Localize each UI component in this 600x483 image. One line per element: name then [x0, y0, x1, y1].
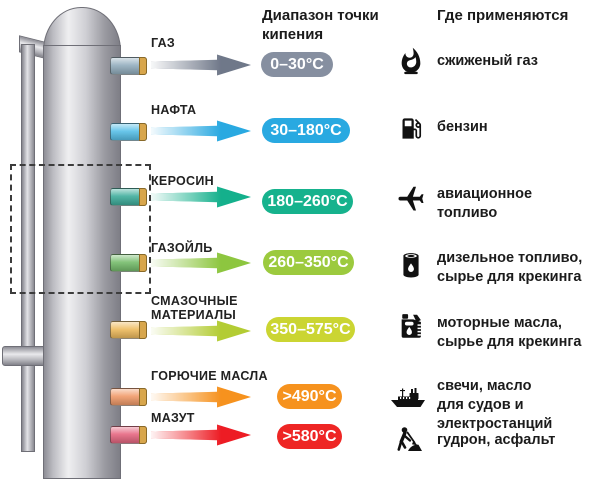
arrow-kerosene — [151, 186, 251, 208]
usage-text-naphtha: бензин — [437, 119, 488, 135]
tube-lubricants — [110, 321, 147, 339]
fraction-label-gas: ГАЗ — [151, 36, 176, 50]
fraction-label-gasoil: ГАЗОЙЛЬ — [151, 241, 213, 255]
airplane-icon — [396, 182, 426, 214]
tube-mazut — [110, 426, 147, 444]
fuel-pump-icon — [396, 112, 426, 144]
range-pill-lubricants: 350–575°C — [266, 317, 355, 342]
tube-naphtha — [110, 123, 147, 141]
range-pill-kerosene: 180–260°C — [262, 189, 353, 214]
boiling-range-header: Диапазон точки кипения — [262, 7, 379, 43]
usage-text-kerosene: авиационное топливо — [437, 186, 533, 221]
range-pill-gasoil: 260–350°C — [263, 250, 354, 275]
arrow-lubricants — [151, 320, 251, 342]
flame-icon — [396, 45, 426, 77]
fraction-label-fuel-oils: ГОРЮЧИЕ МАСЛА — [151, 369, 268, 383]
fraction-label-mazut: МАЗУТ — [151, 411, 195, 425]
usage-text-gas: сжиженый газ — [437, 53, 538, 69]
ship-icon — [390, 381, 426, 413]
tube-fuel-oils — [110, 388, 147, 406]
bottom-pipe-horizontal — [2, 346, 48, 366]
arrow-mazut — [151, 424, 251, 446]
tube-gasoil — [110, 254, 147, 272]
range-pill-fuel-oils: >490°C — [277, 384, 342, 409]
fraction-label-kerosene: КЕРОСИН — [151, 174, 215, 188]
range-pill-mazut: >580°C — [277, 424, 342, 449]
tube-rim — [139, 123, 147, 141]
usage-text-fuel-oils: свечи, масло для судов и электростанций — [437, 378, 553, 432]
range-pill-naphtha: 30–180°C — [262, 118, 350, 143]
tube-rim — [139, 188, 147, 206]
arrow-fuel-oils — [151, 386, 251, 408]
tube-rim — [139, 388, 147, 406]
tube-rim — [139, 321, 147, 339]
usage-header: Где применяются — [437, 7, 569, 24]
fraction-label-lubricants: СМАЗОЧНЫЕ МАТЕРИАЛЫ — [151, 294, 238, 322]
tube-kerosene — [110, 188, 147, 206]
kerosene-gasoil-highlight-box — [10, 164, 151, 294]
tube-gas — [110, 57, 147, 75]
worker-icon — [392, 424, 424, 456]
usage-text-mazut: гудрон, асфальт — [437, 432, 556, 448]
tube-rim — [139, 426, 147, 444]
tube-rim — [139, 254, 147, 272]
range-pill-gas: 0–30°C — [261, 52, 333, 77]
distillation-column — [43, 45, 121, 479]
usage-text-gasoil: дизельное топливо, сырье для крекинга — [437, 250, 583, 285]
arrow-gas — [151, 54, 251, 76]
arrow-naphtha — [151, 120, 251, 142]
usage-text-lubricants: моторные масла, сырье для крекинга — [437, 315, 582, 350]
tube-rim — [139, 57, 147, 75]
fraction-label-naphtha: НАФТА — [151, 103, 197, 117]
oil-canister-icon — [396, 309, 426, 341]
oil-drum-icon — [396, 249, 426, 281]
